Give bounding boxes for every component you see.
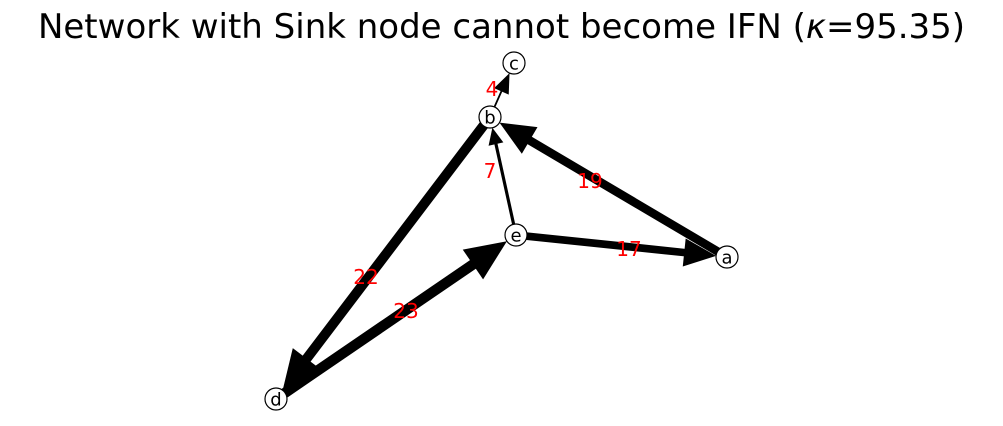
node-label: b — [484, 108, 495, 129]
edges-layer — [279, 73, 722, 398]
arrowhead — [499, 122, 538, 154]
node-c: c — [502, 51, 526, 75]
edge-line — [523, 232, 691, 257]
edge-b-d — [282, 120, 489, 391]
edge-line — [493, 140, 516, 226]
node-e: e — [504, 223, 528, 247]
edge-line — [523, 135, 722, 256]
node-b: b — [478, 105, 502, 129]
edge-b-c — [493, 73, 510, 108]
node-circle — [502, 51, 526, 75]
node-label: d — [270, 390, 281, 411]
title-kappa-symbol: κ — [805, 7, 826, 47]
edge-weight-label: 23 — [393, 299, 418, 323]
node-circle — [504, 223, 528, 247]
edge-weight-label: 4 — [486, 77, 499, 101]
edge-d-e — [279, 241, 507, 398]
edge-weight-label: 22 — [353, 265, 378, 289]
node-circle — [715, 245, 739, 269]
arrowhead — [282, 348, 321, 391]
node-label: a — [721, 248, 732, 269]
edge-e-a — [523, 232, 717, 267]
edge-weight-label: 17 — [616, 237, 641, 261]
nodes-layer: a b c d e — [264, 51, 739, 411]
edge-line — [493, 88, 504, 108]
node-circle — [264, 387, 288, 411]
node-label: c — [509, 54, 519, 75]
edge-weight-label: 7 — [484, 159, 497, 183]
arrowhead — [488, 127, 504, 146]
edge-e-b — [488, 127, 516, 226]
edge-weight-label: 19 — [577, 169, 602, 193]
edge-line — [279, 258, 480, 398]
arrowhead — [682, 238, 717, 267]
title-suffix: =95.35) — [825, 7, 966, 47]
node-label: e — [510, 226, 521, 247]
node-a: a — [715, 245, 739, 269]
arrowhead — [494, 73, 510, 95]
node-circle — [478, 105, 502, 129]
edge-labels-layer: 4 7 19 17 22 23 — [353, 77, 641, 323]
figure-title: Network with Sink node cannot become IFN… — [0, 6, 1003, 48]
arrowhead — [462, 241, 507, 280]
edge-a-b — [499, 122, 722, 256]
title-prefix: Network with Sink node cannot become IFN… — [37, 7, 806, 47]
edge-line — [300, 120, 489, 366]
node-d: d — [264, 387, 288, 411]
